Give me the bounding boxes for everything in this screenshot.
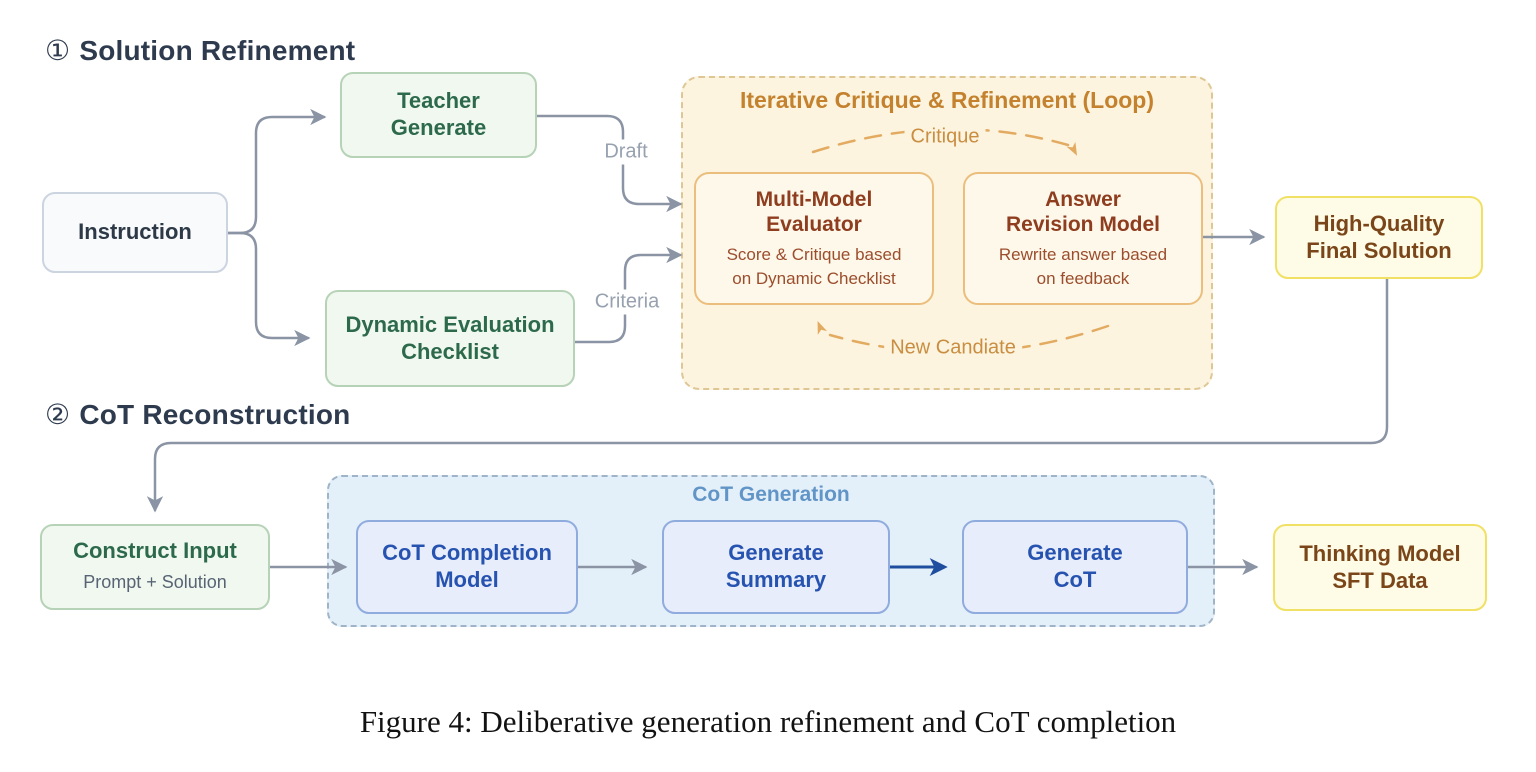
section-heading-solution-refinement: ① Solution Refinement: [45, 34, 355, 67]
node-instruction-label: Instruction: [78, 219, 192, 245]
edge-label-critique: Critique: [904, 124, 986, 150]
node-construct-input-title: Construct Input: [73, 538, 237, 564]
node-answer-revision-model: Answer Revision Model Rewrite answer bas…: [963, 172, 1203, 305]
section-number-2: ②: [45, 399, 71, 430]
iterative-loop-title: Iterative Critique & Refinement (Loop): [739, 87, 1155, 113]
node-construct-input: Construct Input Prompt + Solution: [40, 524, 270, 610]
node-cot-completion-model-label: CoT Completion Model: [382, 540, 552, 592]
edge-instruction-to-checklist: [226, 231, 311, 347]
edge-label-criteria: Criteria: [589, 289, 665, 315]
node-generate-summary-label: Generate Summary: [725, 540, 827, 592]
node-dynamic-evaluation-checklist: Dynamic Evaluation Checklist: [325, 290, 575, 387]
node-high-quality-final-solution-label: High-Quality Final Solution: [1306, 210, 1452, 263]
cot-generation-title: CoT Generation: [692, 483, 850, 506]
section-number-1: ①: [45, 35, 71, 66]
node-generate-summary: Generate Summary: [662, 520, 890, 614]
edge-label-new-candidate: New Candiate: [884, 335, 1022, 361]
node-cot-completion-model: CoT Completion Model: [356, 520, 578, 614]
node-high-quality-final-solution: High-Quality Final Solution: [1275, 196, 1483, 279]
edge-instruction-to-teacher: [226, 108, 327, 235]
section-heading-cot-reconstruction: ② CoT Reconstruction: [45, 398, 350, 431]
figure-caption: Figure 4: Deliberative generation refine…: [359, 704, 1177, 739]
node-multi-model-evaluator-subtitle: Score & Critique based on Dynamic Checkl…: [726, 244, 902, 288]
node-answer-revision-model-title: Answer Revision Model: [1005, 187, 1161, 237]
node-teacher-generate-label: Teacher Generate: [390, 88, 487, 140]
node-generate-cot: Generate CoT: [962, 520, 1188, 614]
node-answer-revision-model-subtitle: Rewrite answer based on feedback: [998, 244, 1168, 288]
node-thinking-model-sft-data: Thinking Model SFT Data: [1273, 524, 1487, 611]
node-teacher-generate: Teacher Generate: [340, 72, 537, 158]
node-construct-input-subtitle: Prompt + Solution: [83, 572, 227, 593]
node-dynamic-evaluation-checklist-label: Dynamic Evaluation Checklist: [345, 311, 555, 364]
section-title-1: Solution Refinement: [79, 35, 356, 66]
node-thinking-model-sft-data-label: Thinking Model SFT Data: [1299, 540, 1461, 593]
section-title-2: CoT Reconstruction: [79, 399, 351, 430]
node-instruction: Instruction: [42, 192, 228, 273]
node-multi-model-evaluator: Multi-Model Evaluator Score & Critique b…: [694, 172, 934, 305]
node-generate-cot-label: Generate CoT: [1027, 540, 1123, 592]
node-multi-model-evaluator-title: Multi-Model Evaluator: [755, 187, 873, 237]
edge-label-draft: Draft: [599, 139, 653, 165]
